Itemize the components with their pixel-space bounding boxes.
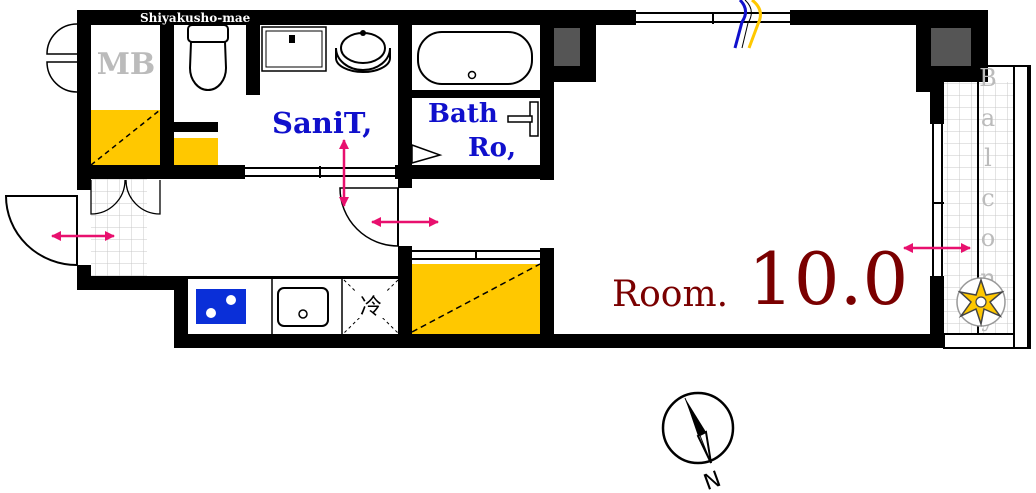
genkan-floor: [91, 179, 147, 276]
entrance-door: [4, 195, 78, 267]
stove-icon: [196, 289, 246, 324]
compass-icon: [661, 391, 735, 465]
aircon-wire: [733, 0, 762, 49]
balcony-letter: o: [981, 224, 995, 252]
room-closet: [411, 263, 541, 334]
station-label: Shiyakusho-mae: [140, 11, 251, 25]
sink-icon: [277, 287, 329, 327]
balcony-letter: l: [984, 144, 992, 172]
bath-door: [411, 143, 443, 164]
sanit-label: SaniT,: [272, 106, 372, 140]
balcony-letter: c: [981, 184, 994, 212]
balcony-letter: a: [981, 104, 995, 132]
bath-label-line1: Bath: [428, 99, 498, 129]
shoe-closet: [90, 109, 218, 166]
north-label: N: [701, 467, 725, 493]
fridge-space: [343, 279, 399, 334]
room-door: [339, 187, 399, 247]
shower-icon: [507, 101, 539, 137]
drain-icon: [956, 277, 1006, 327]
mb-door: [46, 23, 78, 93]
passage-arrows: [51, 139, 971, 253]
balcony-letter: B: [979, 64, 997, 92]
bath-label-line2: Ro,: [468, 133, 516, 163]
mb-label: MB: [97, 47, 156, 82]
washbasin-icon: [261, 26, 391, 73]
toilet-icon: [187, 24, 229, 91]
bathtub-icon: [417, 31, 533, 85]
mb-closet: [91, 25, 160, 95]
room-prefix: Room.: [612, 274, 728, 315]
fridge-label: 冷: [360, 295, 382, 320]
walls: [77, 10, 988, 348]
room-size: 10.0: [748, 237, 908, 321]
genkan-closet-door: [90, 179, 161, 215]
